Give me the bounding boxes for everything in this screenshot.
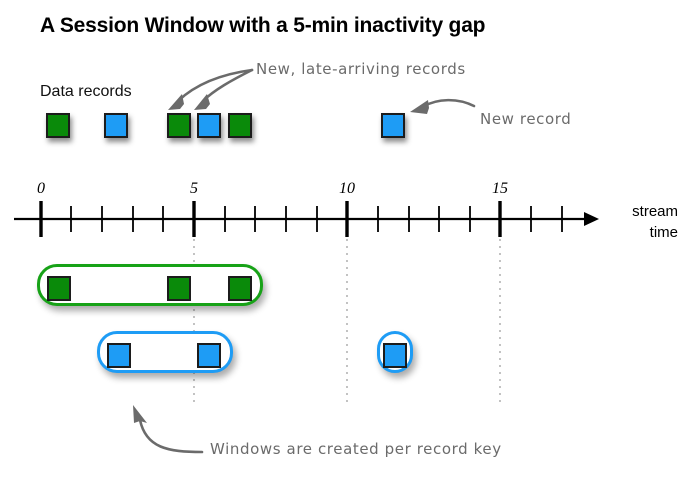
annotation-new-record: New record [480, 110, 572, 128]
record-square-green [47, 276, 71, 301]
axis-tick-label: 10 [339, 180, 355, 197]
guide-lines [193, 232, 501, 407]
record-square-blue [104, 113, 128, 138]
annotation-windows-per-record-key: Windows are created per record key [210, 440, 502, 458]
axis-tick-label: 5 [190, 180, 198, 197]
record-square-blue [197, 113, 221, 138]
arrow-to-late-record-1 [168, 68, 254, 110]
annotation-new-late-arriving-records: New, late-arriving records [256, 60, 466, 78]
data-records-label: Data records [40, 83, 132, 100]
record-square-green [167, 276, 191, 301]
axis-label-stream: stream [632, 203, 678, 220]
session-window-green [37, 264, 263, 306]
axis-tick-label: 0 [37, 180, 45, 197]
arrow-to-late-record-2 [194, 68, 254, 110]
record-square-green [46, 113, 70, 138]
record-square-green [228, 276, 252, 301]
record-square-blue [381, 113, 405, 138]
axis-tick-marks [39, 201, 563, 237]
page-title: A Session Window with a 5-min inactivity… [40, 14, 486, 37]
arrow-to-blue-window [133, 405, 204, 454]
record-square-blue [383, 343, 407, 368]
record-square-blue [197, 343, 221, 368]
stream-time-axis [14, 212, 599, 226]
record-square-green [228, 113, 252, 138]
axis-tick-label: 15 [492, 180, 508, 197]
arrow-to-new-record [410, 98, 476, 114]
record-square-green [167, 113, 191, 138]
record-square-blue [107, 343, 131, 368]
axis-arrowhead-icon [584, 212, 599, 226]
axis-label-time: time [649, 224, 678, 241]
